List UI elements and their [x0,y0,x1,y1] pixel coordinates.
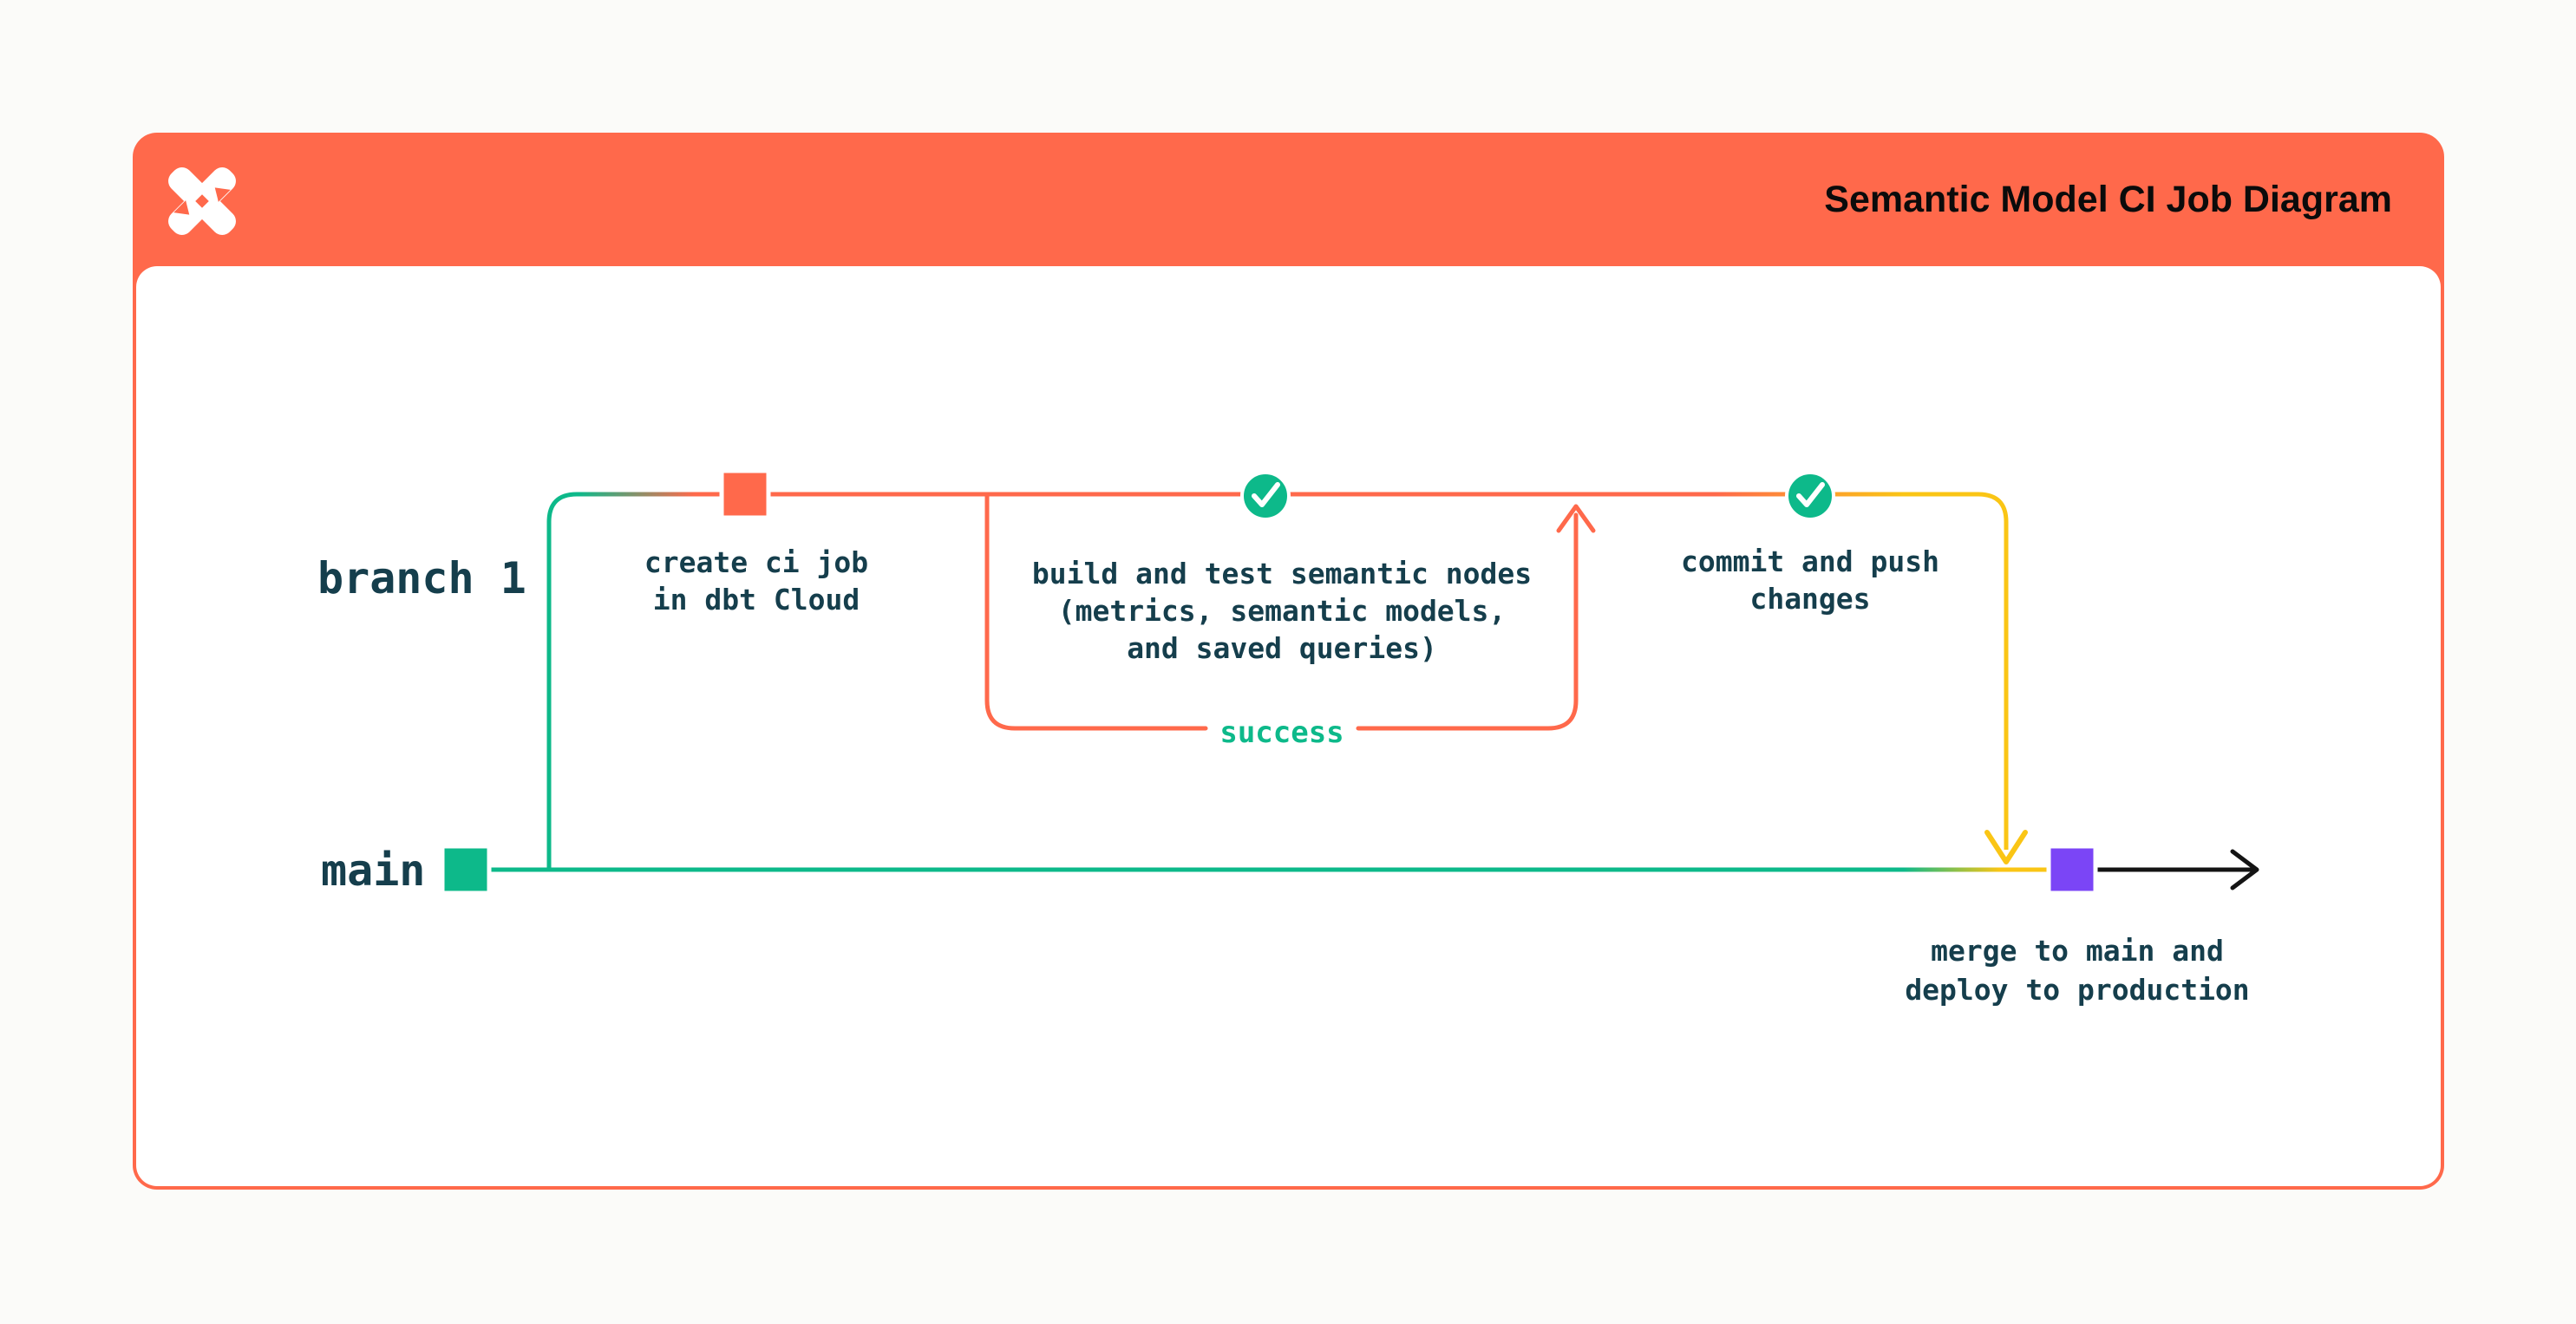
dbt-logo-icon [168,167,236,235]
card-header: Semantic Model CI Job Diagram [133,133,2444,266]
diagram-card: Semantic Model CI Job Diagram [133,133,2444,1190]
diagram-canvas [136,266,2441,1186]
page-title: Semantic Model CI Job Diagram [1824,178,2392,220]
